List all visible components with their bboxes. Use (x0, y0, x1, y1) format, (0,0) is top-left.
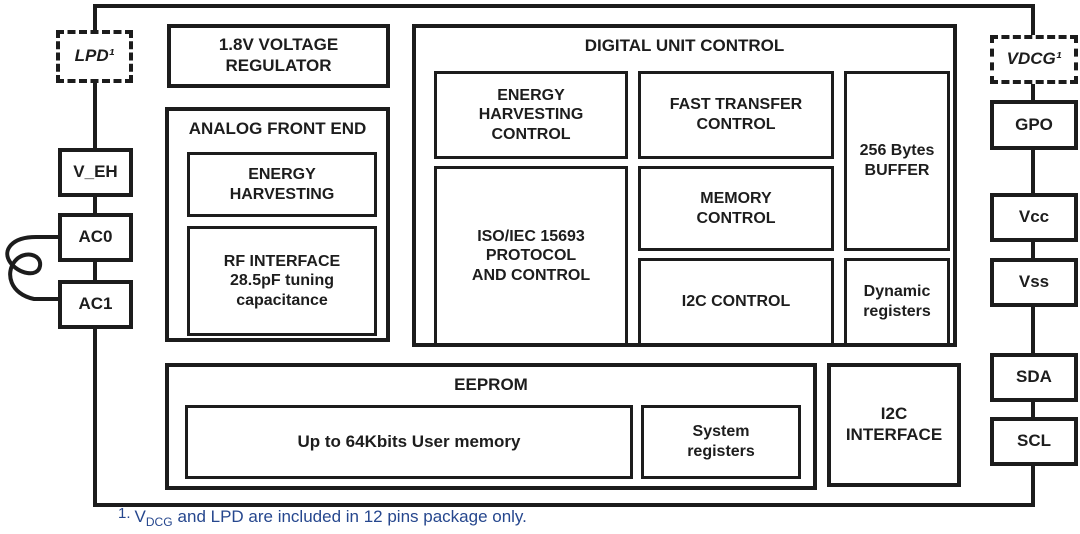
pin-vdcg: VDCG¹ (990, 35, 1078, 84)
wire-top-rail (93, 4, 1035, 8)
wire-bottom-rail (93, 503, 1035, 507)
eeprom-title: EEPROM (454, 375, 528, 394)
block-i2c-interface: I2C INTERFACE (827, 363, 961, 487)
pin-lpd: LPD¹ (56, 30, 133, 83)
pin-gpo: GPO (990, 100, 1078, 150)
footnote-text: and LPD are included in 12 pins package … (177, 507, 527, 526)
pin-scl: SCL (990, 417, 1078, 466)
block-energy-harvesting-control: ENERGY HARVESTING CONTROL (434, 71, 628, 159)
block-memory-control: MEMORY CONTROL (638, 166, 834, 251)
block-256-bytes-buffer: 256 Bytes BUFFER (844, 71, 950, 251)
block-system-registers: System registers (641, 405, 801, 479)
pin-vss: Vss (990, 258, 1078, 307)
analog-front-end-title: ANALOG FRONT END (188, 119, 367, 138)
pin-vcc: Vcc (990, 193, 1078, 242)
block-voltage-regulator: 1.8V VOLTAGE REGULATOR (167, 24, 390, 88)
block-eeprom: EEPROM Up to 64Kbits User memory System … (165, 363, 817, 490)
footnote: 1.VDCG and LPD are included in 12 pins pa… (118, 505, 527, 529)
pin-ac1: AC1 (58, 280, 133, 329)
pin-v-eh: V_EH (58, 148, 133, 197)
pin-ac0: AC0 (58, 213, 133, 262)
block-fast-transfer-control: FAST TRANSFER CONTROL (638, 71, 834, 159)
block-user-memory: Up to 64Kbits User memory (185, 405, 633, 479)
block-energy-harvesting: ENERGY HARVESTING (187, 152, 377, 217)
pin-sda: SDA (990, 353, 1078, 402)
footnote-index: 1. (118, 505, 131, 522)
block-iso-iec-15693-protocol: ISO/IEC 15693 PROTOCOL AND CONTROL (434, 166, 628, 346)
block-analog-front-end: ANALOG FRONT END ENERGY HARVESTING RF IN… (165, 107, 390, 342)
footnote-var-subscript: DCG (145, 515, 173, 529)
wire-right-rail (1031, 4, 1035, 507)
block-i2c-control: I2C CONTROL (638, 258, 834, 346)
block-dynamic-registers: Dynamic registers (844, 258, 950, 346)
antenna-coil-icon (5, 235, 62, 301)
footnote-var: V (134, 507, 146, 526)
digital-unit-control-title: DIGITAL UNIT CONTROL (584, 36, 785, 55)
block-digital-unit-control: DIGITAL UNIT CONTROL ENERGY HARVESTING C… (412, 24, 957, 347)
block-rf-interface: RF INTERFACE 28.5pF tuning capacitance (187, 226, 377, 336)
